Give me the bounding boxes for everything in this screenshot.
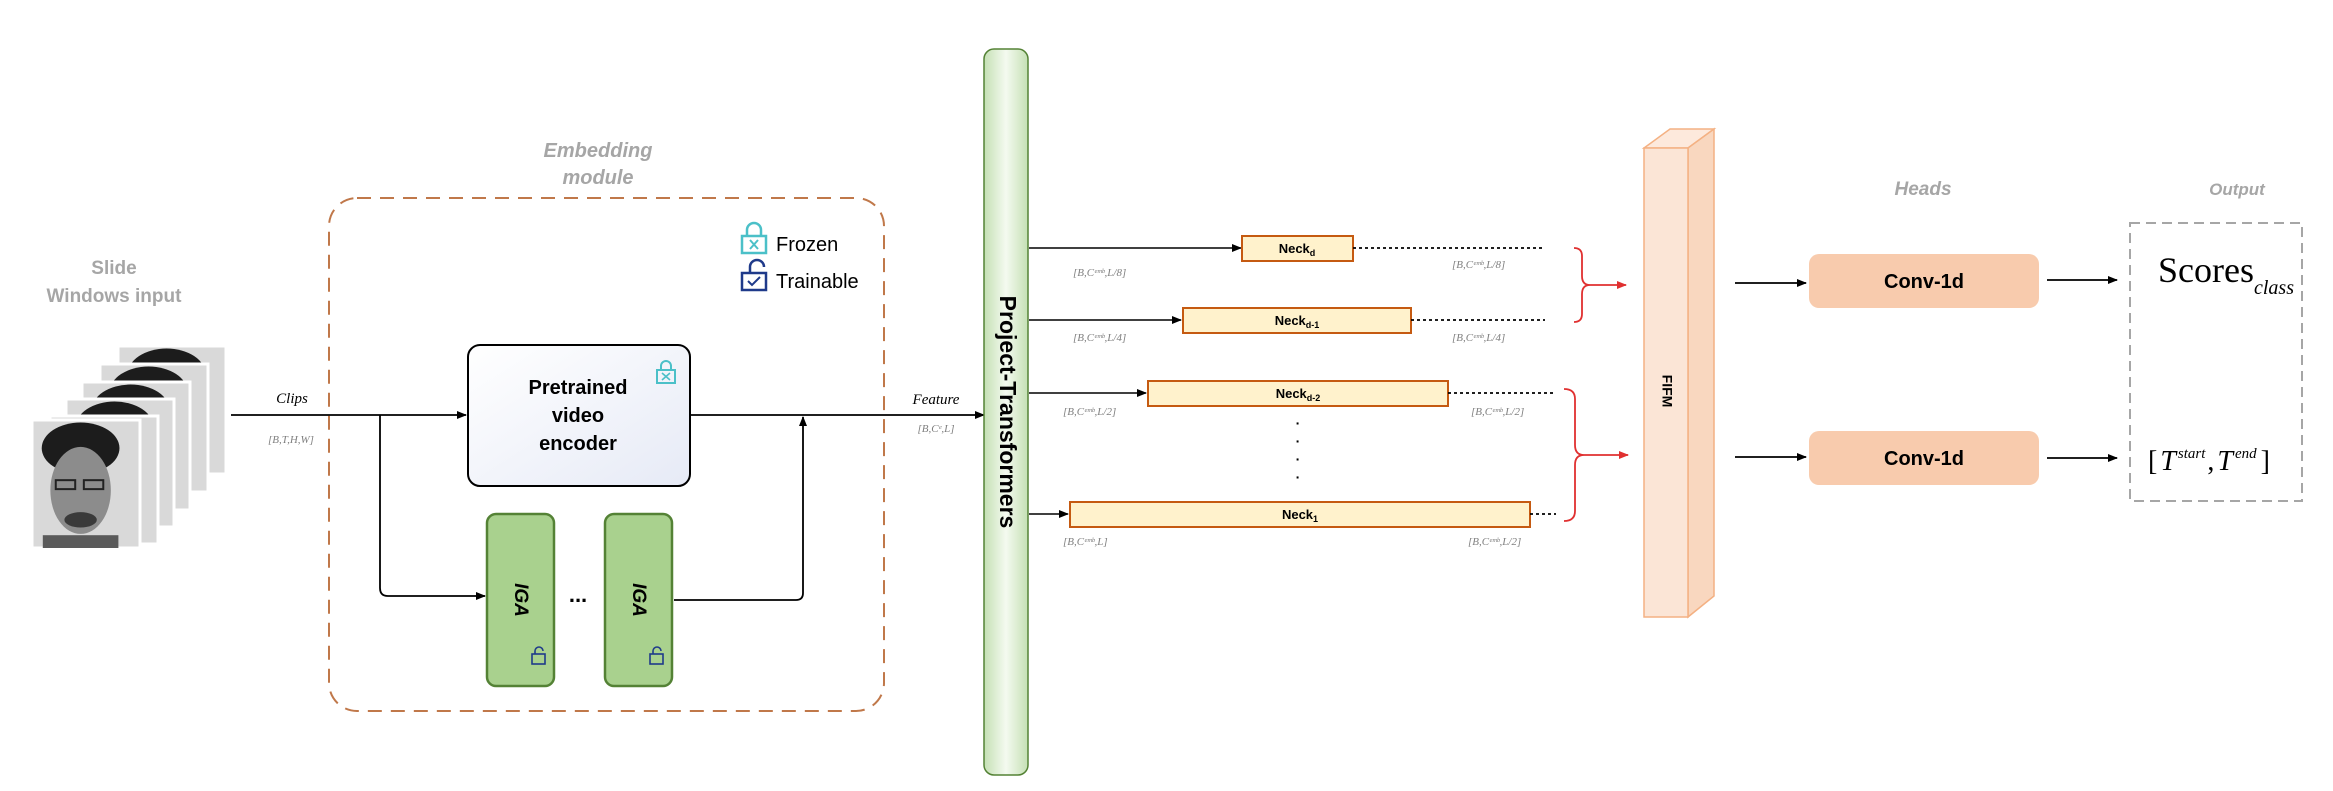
- fifm-block: [1641, 127, 1717, 619]
- embedding-module-frame: [328, 197, 885, 712]
- conv-bottom-box: [1809, 431, 2039, 485]
- input-title-line1: Slide: [91, 258, 136, 279]
- iga-block-2: [603, 512, 674, 688]
- face-clip-stack: [30, 344, 228, 550]
- neck-d2-in-dim: [B,Cᵉᵐᵇ,L/2]: [1063, 406, 1116, 418]
- embedding-title-line1: Embedding: [544, 140, 653, 162]
- neck-d1-out-dim: [B,Cᵉᵐᵇ,L/4]: [1452, 332, 1505, 344]
- project-transformers-bar: [983, 48, 1029, 776]
- neck-d2-out-dim: [B,Cᵉᵐᵇ,L/2]: [1471, 406, 1524, 418]
- neck-1-box: [1069, 501, 1531, 528]
- neck-d1-box: [1182, 307, 1412, 334]
- lock-frozen-icon: [740, 221, 768, 255]
- encoder-label-line2: video: [552, 405, 604, 427]
- iga2-trainable-lock-icon: [649, 646, 664, 665]
- neck-d-in-dim: [B,Cᵉᵐᵇ,L/8]: [1073, 267, 1126, 279]
- heads-title: Heads: [1894, 179, 1951, 200]
- neck-vdot-2: ·: [1296, 433, 1301, 449]
- iga-ellipsis: ...: [569, 582, 587, 607]
- neck-arrows: [1029, 244, 1242, 518]
- neck-vdot-3: ·: [1296, 451, 1301, 467]
- neck-1-in-dim: [B,Cᵉᵐᵇ,L]: [1063, 536, 1108, 548]
- output-title: Output: [2209, 180, 2266, 199]
- neck-d-label: Neckd: [1279, 241, 1316, 258]
- legend-frozen-label: Frozen: [776, 234, 838, 256]
- conv-top-label: Conv-1d: [1884, 271, 1964, 293]
- fifm-label: FIFM: [1659, 375, 1675, 408]
- clips-dim-label: [B,T,H,W]: [268, 434, 314, 446]
- neck-1-label: Neck1: [1282, 507, 1318, 524]
- iga-label-1: IGA: [510, 583, 531, 617]
- lock-trainable-icon: [740, 258, 768, 292]
- neck-d1-in-dim: [B,Cᵉᵐᵇ,L/4]: [1073, 332, 1126, 344]
- iga-block-1: [485, 512, 556, 688]
- embedding-title-line2: module: [562, 167, 633, 189]
- embedding-arrows: [231, 411, 985, 601]
- neck-d1-label: Neckd-1: [1275, 313, 1320, 330]
- neck-1-out-dim: [B,Cᵉᵐᵇ,L/2]: [1468, 536, 1521, 548]
- neck-vdot-4: ·: [1296, 469, 1301, 485]
- conv-bottom-label: Conv-1d: [1884, 448, 1964, 470]
- conv-top-box: [1809, 254, 2039, 308]
- head-arrows: [1735, 276, 2118, 462]
- input-title-line2: Windows input: [47, 286, 183, 307]
- legend-trainable-label: Trainable: [776, 271, 859, 293]
- encoder-frozen-lock-icon: [656, 360, 676, 384]
- red-brace-top: [1573, 247, 1627, 323]
- output-frame: [2129, 222, 2303, 502]
- feature-dim-label: [B,Cᵉ,L]: [917, 423, 954, 435]
- encoder-label-line3: encoder: [539, 433, 617, 455]
- iga1-trainable-lock-icon: [531, 646, 546, 665]
- neck-d2-label: Neckd-2: [1276, 386, 1321, 403]
- feature-label: Feature: [912, 392, 960, 408]
- red-brace-bottom: [1563, 388, 1629, 522]
- neck-d-out-dim: [B,Cᵉᵐᵇ,L/8]: [1452, 259, 1505, 271]
- neck-d-box: [1241, 235, 1354, 262]
- neck-vdot-1: ·: [1296, 415, 1301, 431]
- project-transformers-label: Project-Transformers: [995, 296, 1021, 529]
- iga-label-2: IGA: [628, 583, 649, 617]
- scores-output: Scoresclass: [2158, 250, 2294, 299]
- face-frame: [30, 418, 142, 550]
- clips-label: Clips: [276, 391, 308, 407]
- encoder-label-line1: Pretrained: [529, 377, 628, 399]
